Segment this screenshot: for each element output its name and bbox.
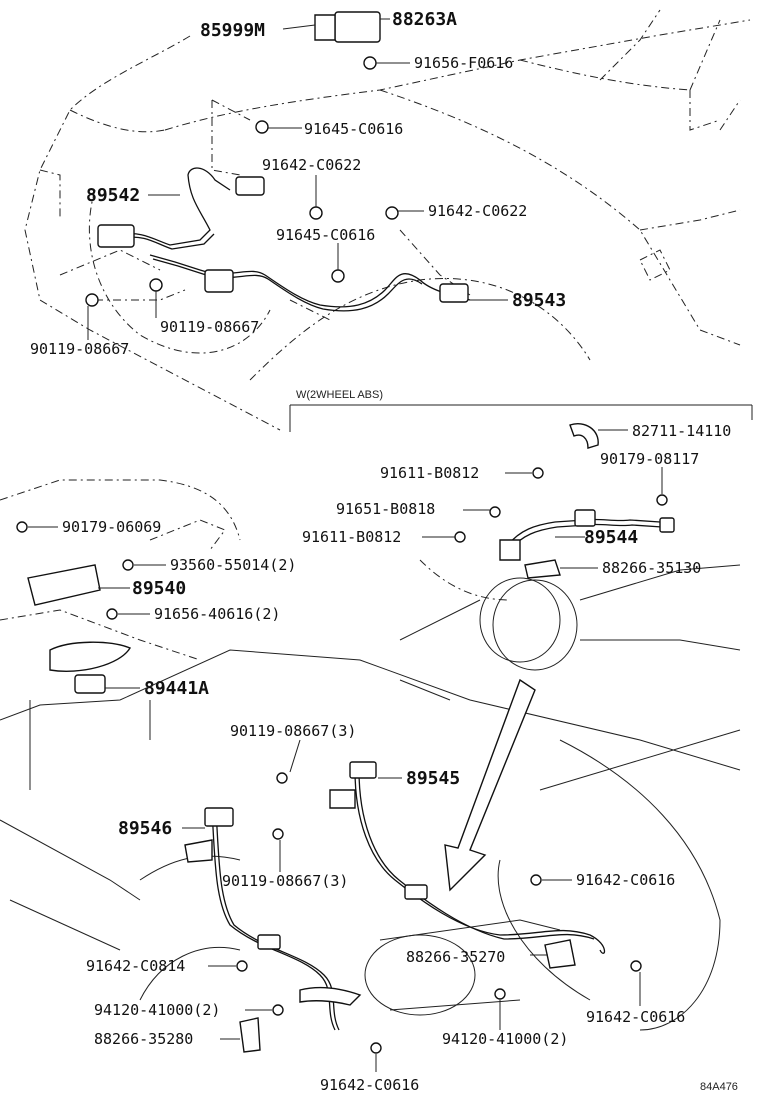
bracket-88266-35270	[544, 939, 576, 969]
label-93560-55014: 93560-55014(2)	[170, 556, 296, 574]
fasteners-top	[85, 56, 399, 307]
label-91611-B0812-bottom: 91611-B0812	[302, 528, 401, 546]
label-89545: 89545	[406, 768, 460, 789]
relay-88263A	[334, 11, 381, 43]
sensor-connector-89543	[439, 283, 469, 303]
label-91642-C0616-bottom: 91642-C0616	[320, 1076, 419, 1094]
label-89543: 89543	[512, 290, 566, 311]
label-89441A: 89441A	[144, 678, 209, 699]
label-91656-F0616: 91656-F0616	[414, 54, 513, 72]
bracket-top-mid	[204, 269, 234, 293]
label-91651-B0818: 91651-B0818	[336, 500, 435, 518]
label-88266-35130: 88266-35130	[602, 559, 701, 577]
direction-arrow	[444, 678, 536, 892]
abs-sensor-harness-top	[97, 11, 471, 312]
label-89546: 89546	[118, 818, 172, 839]
label-91645-C0616-top: 91645-C0616	[304, 120, 403, 138]
label-91645-C0616-mid: 91645-C0616	[276, 226, 375, 244]
label-88266-35270: 88266-35270	[406, 948, 505, 966]
label-88263A: 88263A	[392, 9, 457, 30]
label-91642-C0622-lower: 91642-C0622	[428, 202, 527, 220]
vehicle-outline-bottom	[0, 649, 741, 1031]
clamp-82711	[569, 423, 599, 449]
bracket-ecu	[49, 641, 132, 672]
label-90179-08117: 90179-08117	[600, 450, 699, 468]
bracket-88266-35130	[524, 559, 561, 579]
label-90119-08667-3-upper: 90119-08667(3)	[230, 722, 356, 740]
label-91642-C0814: 91642-C0814	[86, 957, 185, 975]
bracket-85999M	[314, 14, 336, 41]
label-89544: 89544	[584, 527, 638, 548]
label-88266-35280: 88266-35280	[94, 1030, 193, 1048]
label-82711-14110: 82711-14110	[632, 422, 731, 440]
label-91642-C0616-right-upper: 91642-C0616	[576, 871, 675, 889]
sensor-89441A	[74, 674, 106, 694]
bracket-88266-35280	[239, 1017, 261, 1053]
label-91656-40616: 91656-40616(2)	[154, 605, 280, 623]
label-94120-41000-right: 94120-41000(2)	[442, 1030, 568, 1048]
ecu-89540	[27, 564, 101, 606]
section-title-2wheel-abs: W(2WHEEL ABS)	[296, 389, 383, 401]
sensor-89545	[349, 761, 377, 779]
label-89540: 89540	[132, 578, 186, 599]
label-85999M: 85999M	[200, 20, 265, 41]
ecu-area: 90179-06069 93560-55014(2) 89540 91656-4…	[0, 479, 296, 699]
label-90119-08667-3-lower: 90119-08667(3)	[222, 872, 348, 890]
label-90119-08667-right: 90119-08667	[160, 318, 259, 336]
leader-lines-bottom	[182, 739, 641, 1072]
sensor-89546	[204, 807, 234, 827]
fasteners-bottom	[236, 772, 642, 1054]
label-90179-06069: 90179-06069	[62, 518, 161, 536]
label-90119-08667-left: 90119-08667	[30, 340, 129, 358]
two-wheel-abs-section: W(2WHEEL ABS) 82711-14110 90179-08117 91…	[289, 389, 753, 671]
sensor-connector-89542	[97, 224, 135, 248]
label-91642-C0622-upper: 91642-C0622	[262, 156, 361, 174]
figure-code: 84A476	[700, 1081, 738, 1093]
vehicle-outline-top	[24, 9, 751, 431]
label-91611-B0812-top: 91611-B0812	[380, 464, 479, 482]
label-94120-41000-left: 94120-41000(2)	[94, 1001, 220, 1019]
rear-abs-harness	[184, 761, 606, 1053]
abs-sensor-head-top	[235, 176, 265, 196]
label-89542: 89542	[86, 185, 140, 206]
label-91642-C0616-right-lower: 91642-C0616	[586, 1008, 685, 1026]
leader-lines-top	[87, 18, 508, 340]
